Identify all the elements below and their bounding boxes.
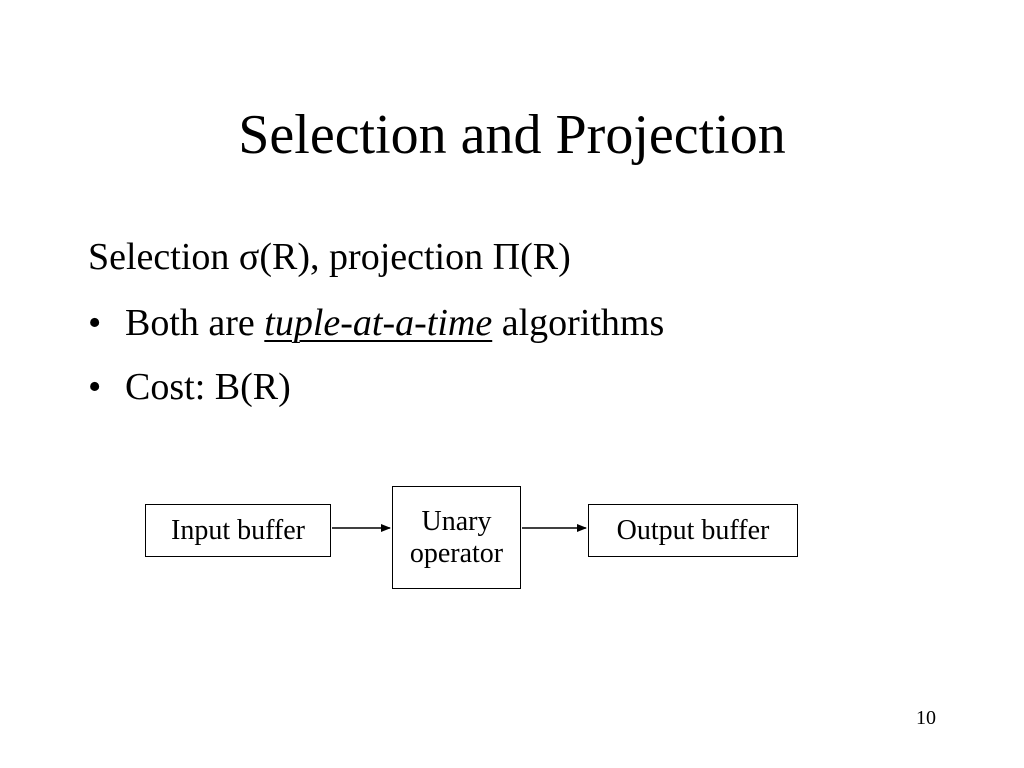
unary-operator-label-line1: Unary xyxy=(421,505,492,537)
bullet-marker: • xyxy=(88,366,102,408)
slide-title: Selection and Projection xyxy=(238,104,786,166)
bullet-item: • Both are tuple-at-a-time algorithms xyxy=(88,298,664,362)
bullet-text: Cost: B(R) xyxy=(125,366,291,408)
intro-pi-arg: (R) xyxy=(520,236,571,278)
input-buffer-box: Input buffer xyxy=(145,504,331,557)
intro-sigma-arg: (R), projection xyxy=(259,236,493,278)
bullet-suffix: algorithms xyxy=(492,302,665,344)
page-number: 10 xyxy=(916,707,936,729)
output-buffer-label: Output buffer xyxy=(616,514,770,546)
intro-line: Selection σ(R), projection Π(R) xyxy=(88,232,571,282)
input-buffer-label: Input buffer xyxy=(171,514,305,546)
intro-selection-word: Selection xyxy=(88,236,239,278)
unary-operator-label-line2: operator xyxy=(409,537,504,569)
bullet-text: Both are tuple-at-a-time algorithms xyxy=(125,298,664,348)
bullet-marker: • xyxy=(88,302,102,344)
bullet-item: • Cost: B(R) xyxy=(88,362,664,426)
bullet-prefix: Both are xyxy=(125,302,265,344)
pi-symbol: Π xyxy=(492,236,521,278)
unary-operator-box: Unary operator xyxy=(392,486,521,589)
bullet-emphasis: tuple-at-a-time xyxy=(264,302,493,344)
bullet-list: • Both are tuple-at-a-time algorithms • … xyxy=(88,298,664,426)
output-buffer-box: Output buffer xyxy=(588,504,798,557)
sigma-symbol: σ xyxy=(238,236,260,278)
